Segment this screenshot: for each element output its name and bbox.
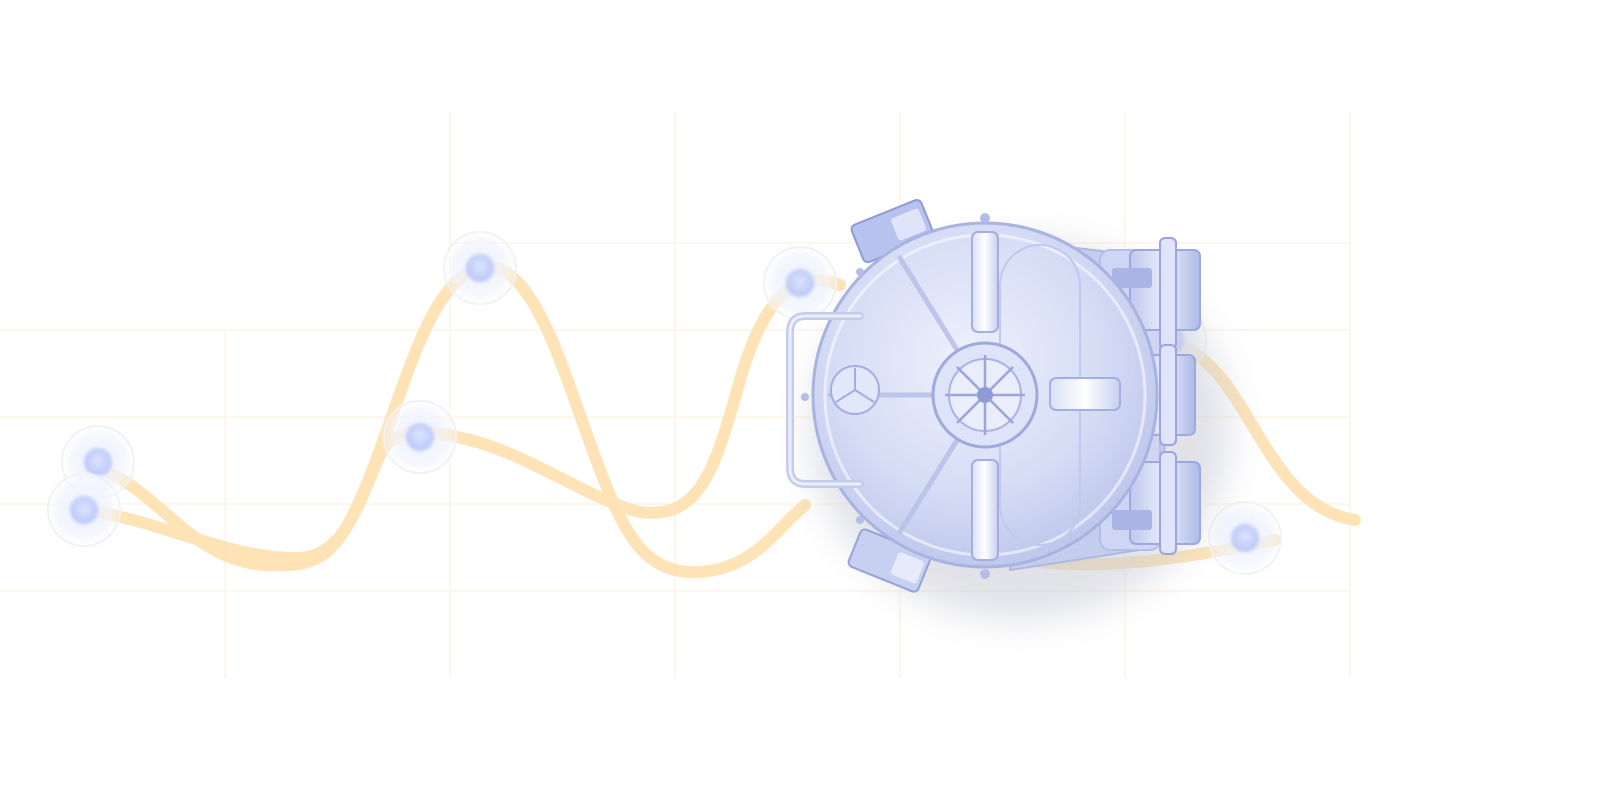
- vault-bolts: [801, 213, 990, 579]
- node-group: [44, 228, 1285, 578]
- node-core: [1231, 524, 1259, 552]
- node-ring: [383, 400, 457, 474]
- vault-door: [786, 198, 1230, 620]
- clamp-top: [850, 198, 935, 264]
- flow-node: [44, 470, 124, 550]
- flow-curve-secondary: [79, 274, 846, 565]
- node-ring: [443, 231, 517, 305]
- vault-wheel: [931, 341, 1039, 449]
- vault-dial: [830, 365, 880, 415]
- flow-node: [380, 397, 460, 477]
- locking-bars: [971, 231, 1121, 561]
- node-ring: [1208, 501, 1282, 575]
- node-core: [466, 254, 494, 282]
- flow-node: [440, 228, 520, 308]
- clamp-bottom: [847, 528, 932, 593]
- node-core: [84, 448, 112, 476]
- flow-node: [760, 243, 840, 323]
- flow-node: [1205, 498, 1285, 578]
- hinge-bottom: [1112, 451, 1201, 555]
- node-core: [70, 496, 98, 524]
- hinge-top: [1112, 237, 1201, 349]
- node-core: [786, 269, 814, 297]
- node-core: [406, 423, 434, 451]
- node-ring: [47, 473, 121, 547]
